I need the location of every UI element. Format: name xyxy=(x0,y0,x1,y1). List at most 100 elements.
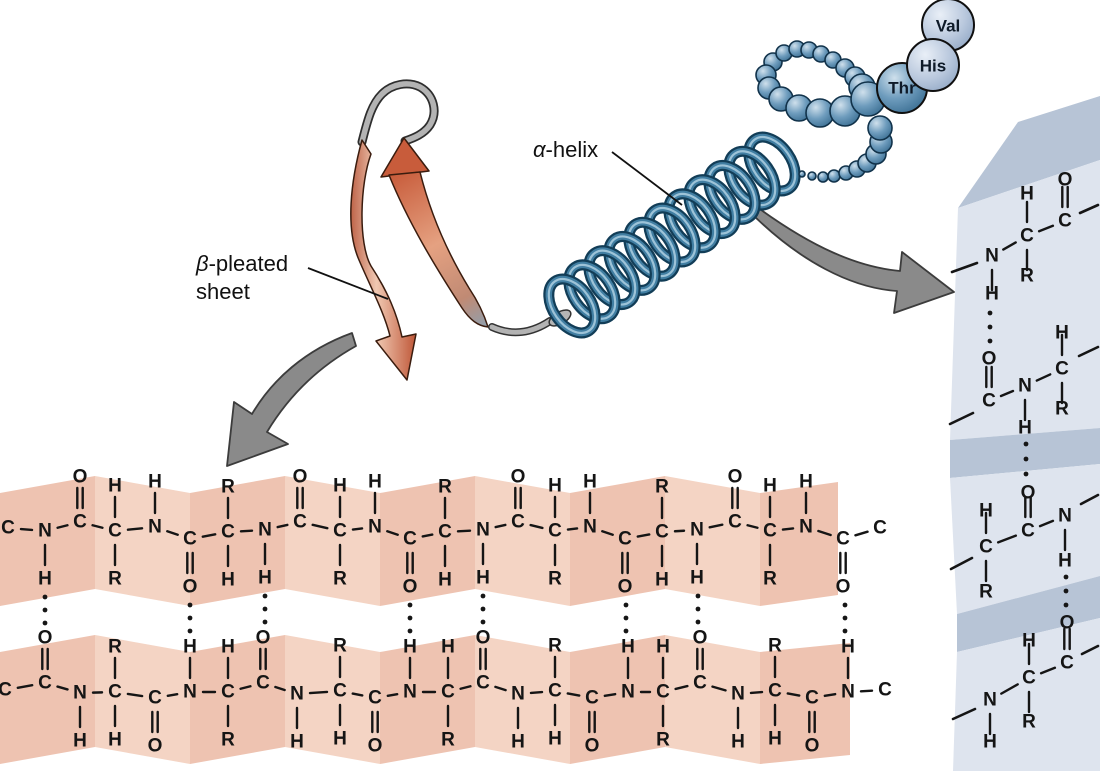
backbone-bond xyxy=(566,692,581,697)
atom-label: R xyxy=(1020,266,1034,287)
atom-label: N xyxy=(403,682,417,703)
amino-acid-bead xyxy=(827,169,841,183)
atom-label: H xyxy=(476,568,490,589)
hydrogen-bond-dot xyxy=(987,324,993,330)
atom-label: H xyxy=(38,569,52,590)
atom-label: C xyxy=(256,673,270,694)
hydrogen-bond-dot xyxy=(1063,588,1069,594)
hydrogen-bond-dot xyxy=(407,602,413,608)
atom-label: C xyxy=(1058,211,1072,232)
alpha-helix-ribbon xyxy=(543,131,801,339)
backbone-bond xyxy=(817,529,832,537)
atom-label: O xyxy=(403,577,418,598)
backbone-bond xyxy=(56,524,69,529)
backbone-bond xyxy=(674,684,689,691)
helix-band-facet xyxy=(957,576,1100,652)
backbone-lead xyxy=(950,261,979,274)
helix-coil-turn-highlight xyxy=(647,207,697,263)
atom-label: O xyxy=(693,628,708,649)
atom-label: C xyxy=(656,682,670,703)
backbone-bond xyxy=(781,527,795,531)
backbone-bond xyxy=(996,534,1018,544)
callout-arrow-beta xyxy=(226,332,357,467)
atom-label: O xyxy=(38,628,53,649)
atom-label: R xyxy=(1055,399,1069,420)
atom-label: C xyxy=(438,522,452,543)
atom-label: C xyxy=(655,522,669,543)
backbone-bond xyxy=(456,529,472,533)
hydrogen-bond-dot xyxy=(842,602,848,608)
atom-label: C xyxy=(108,682,122,703)
hydrogen-bond-dot xyxy=(987,338,993,344)
hydrogen-bond-dot xyxy=(42,607,48,613)
atom-label: N xyxy=(731,684,745,705)
atom-label: C xyxy=(979,537,993,558)
hydrogen-bond-dot xyxy=(1023,456,1029,462)
atom-label: C xyxy=(73,512,87,533)
atom-label: C xyxy=(1,518,15,539)
bead-chain xyxy=(755,40,893,183)
atom-label: H xyxy=(441,637,455,658)
pleat-facet xyxy=(190,476,285,606)
hydrogen-bond-dot xyxy=(1023,471,1029,477)
backbone-bond xyxy=(201,533,217,538)
atom-label: C xyxy=(441,682,455,703)
backbone-bond xyxy=(601,530,614,536)
atom-label: N xyxy=(621,682,635,703)
beta-symbol: β xyxy=(195,251,209,276)
atom-label: R xyxy=(656,730,670,751)
backbone-bond xyxy=(786,692,801,697)
backbone-bond xyxy=(1000,683,1019,695)
atom-label: R xyxy=(438,477,452,498)
atom-label: N xyxy=(511,684,525,705)
backbone-lead xyxy=(951,707,977,721)
helix-coil-turn-highlight xyxy=(667,192,717,249)
hydrogen-bond-dot xyxy=(262,619,268,625)
atom-label: H xyxy=(548,476,562,497)
hydrogen-bond-dot xyxy=(987,310,993,316)
backbone-bond xyxy=(91,524,104,529)
atom-label: C xyxy=(108,521,122,542)
hydrogen-bond-dot xyxy=(623,628,629,634)
labeled-beads: Thr Val His xyxy=(876,0,975,114)
atom-label: H xyxy=(656,637,670,658)
hydrogen-bond-dot xyxy=(1063,574,1069,580)
atom-label: C xyxy=(221,682,235,703)
pleat-facet xyxy=(570,476,665,606)
backbone-bond xyxy=(1035,373,1052,382)
backbone-bond xyxy=(999,389,1015,398)
backbone-bond xyxy=(19,527,34,532)
atom-label: H xyxy=(985,284,999,305)
backbone-bond xyxy=(673,529,686,533)
atom-label: O xyxy=(368,736,383,757)
atom-label: H xyxy=(1020,184,1034,205)
atom-label: R xyxy=(333,636,347,657)
atom-label: C xyxy=(293,512,307,533)
beta-ribbon-arrows xyxy=(350,137,489,381)
beta-suffix: -pleated xyxy=(209,251,289,276)
backbone-bond xyxy=(166,530,179,536)
atom-label: R xyxy=(548,569,562,590)
atom-label: C xyxy=(763,521,777,542)
backbone-bond xyxy=(1002,241,1017,251)
hydrogen-bond-dot xyxy=(42,594,48,600)
atom-label: C xyxy=(548,681,562,702)
backbone-bond xyxy=(421,533,434,538)
atom-label: H xyxy=(73,731,87,752)
atom-label: H xyxy=(368,472,382,493)
atom-label: O xyxy=(511,467,526,488)
pleat-facet xyxy=(285,476,380,606)
backbone-bond xyxy=(239,529,254,533)
atom-label: C xyxy=(1060,653,1074,674)
bead-label-thr: Thr xyxy=(888,79,916,98)
hydrogen-bond-dot xyxy=(480,606,486,612)
backbone-bond xyxy=(823,692,837,698)
atom-label: H xyxy=(1018,418,1032,439)
atom-label: C xyxy=(693,673,707,694)
atom-label: H xyxy=(548,729,562,750)
atom-label: H xyxy=(979,501,993,522)
backbone-bond xyxy=(311,523,329,530)
callout-arrow-alpha xyxy=(749,206,955,314)
atom-label: H xyxy=(731,732,745,753)
